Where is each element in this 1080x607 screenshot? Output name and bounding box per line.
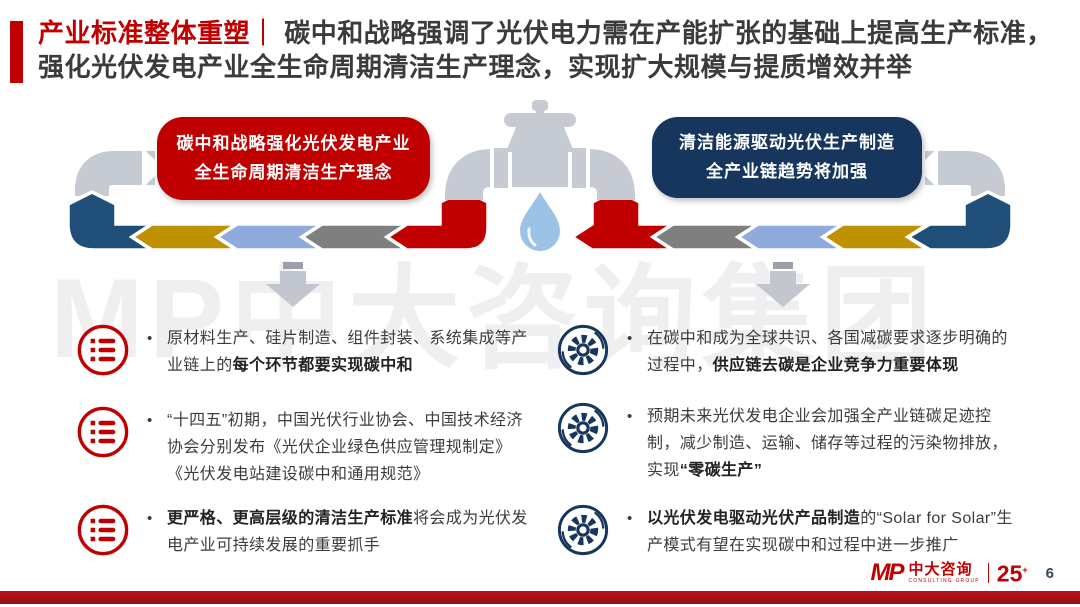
list-item: • 更严格、更高层级的清洁生产标准将会成为光伏发电产业可持续发展的重要抓手 bbox=[76, 503, 551, 559]
list-icon bbox=[77, 504, 129, 556]
bullet-text: 预期未来光伏发电企业会加强全产业链碳足迹控制，减少制造、运输、储存等过程的污染物… bbox=[647, 408, 1008, 479]
left-concept-box: 碳中和战略强化光伏发电产业 全生命周期清洁生产理念 bbox=[157, 117, 430, 200]
title-highlight: 产业标准整体重塑｜ bbox=[38, 18, 285, 48]
faucet-bonnet bbox=[506, 127, 574, 152]
footer-accent-bar bbox=[0, 591, 1080, 604]
bullet-text: 以光伏发电驱动光伏产品制造的“Solar for Solar”生产模式有望在实现… bbox=[647, 510, 1013, 554]
list-item: • 以光伏发电驱动光伏产品制造的“Solar for Solar”生产模式有望在实… bbox=[556, 503, 1031, 559]
bullet-dot: • bbox=[627, 408, 633, 425]
bullet-dot: • bbox=[627, 330, 633, 347]
faucet bbox=[445, 100, 635, 200]
faucet-handle bbox=[504, 113, 576, 127]
bullet-dot: • bbox=[147, 412, 153, 429]
title-line1: 碳中和战略强调了光伏电力需在产能扩张的基础上提高生产标准， bbox=[284, 18, 1053, 48]
bullet-text: 更严格、更高层级的清洁生产标准将会成为光伏发电产业可持续发展的重要抓手 bbox=[167, 510, 528, 554]
left-concept-line1: 碳中和战略强化光伏发电产业 bbox=[176, 134, 411, 154]
title-line2: 强化光伏发电产业全生命周期清洁生产理念，实现扩大规模与提质增效并举 bbox=[38, 52, 913, 82]
page-title: 产业标准整体重塑｜ 碳中和战略强调了光伏电力需在产能扩张的基础上提高生产标准， … bbox=[38, 16, 1080, 84]
bullet-text: “十四五”初期，中国光伏行业协会、中国技术经济协会分别发布《光伏企业绿色供应管理… bbox=[167, 412, 523, 483]
right-concept-box: 清洁能源驱动光伏生产制造 全产业链趋势将加强 bbox=[652, 117, 922, 198]
logo-name: 中大咨询 CONSULTING GROUP bbox=[908, 560, 980, 584]
bullet-dot: • bbox=[147, 510, 153, 527]
left-concept-line2: 全生命周期清洁生产理念 bbox=[194, 162, 393, 182]
bullet-dot: • bbox=[627, 510, 633, 527]
faucet-stem bbox=[536, 104, 544, 130]
bullet-dot: • bbox=[147, 330, 153, 347]
bullet-text: 原材料生产、硅片制造、组件封装、系统集成等产业链上的每个环节都要实现碳中和 bbox=[167, 330, 528, 374]
logo-year: 25+ bbox=[996, 560, 1028, 587]
list-icon bbox=[77, 406, 129, 458]
pipe-elbow-right bbox=[925, 151, 1005, 196]
logo-mp: MP bbox=[870, 558, 904, 586]
footer-logo: MP 中大咨询 CONSULTING GROUP 25+ 6 bbox=[870, 558, 1054, 587]
right-concept-line1: 清洁能源驱动光伏生产制造 bbox=[679, 133, 895, 153]
logo-divider bbox=[987, 562, 989, 583]
list-item: • 原材料生产、硅片制造、组件封装、系统集成等产业链上的每个环节都要实现碳中和 bbox=[76, 323, 551, 379]
right-concept-line2: 全产业链趋势将加强 bbox=[706, 161, 868, 181]
gear-icon bbox=[557, 402, 609, 454]
gear-icon bbox=[557, 324, 609, 376]
title-separator: ｜ bbox=[250, 18, 285, 48]
title-accent-bar bbox=[10, 21, 23, 83]
list-item: • 在碳中和成为全球共识、各国减碳要求逐步明确的过程中，供应链去碳是企业竞争力重要… bbox=[556, 323, 1031, 379]
list-item: • 预期未来光伏发电企业会加强全产业链碳足迹控制，减少制造、运输、储存等过程的污染… bbox=[556, 401, 1031, 484]
gear-icon bbox=[557, 504, 609, 556]
bullet-text: 在碳中和成为全球共识、各国减碳要求逐步明确的过程中，供应链去碳是企业竞争力重要体… bbox=[647, 330, 1008, 374]
list-item: • “十四五”初期，中国光伏行业协会、中国技术经济协会分别发布《光伏企业绿色供应管… bbox=[76, 405, 551, 488]
page-number: 6 bbox=[1045, 564, 1054, 582]
slide-header: 产业标准整体重塑｜ 碳中和战略强调了光伏电力需在产能扩张的基础上提高生产标准， … bbox=[0, 16, 1080, 84]
list-icon bbox=[77, 324, 129, 376]
pipe-elbow-left bbox=[75, 151, 155, 196]
faucet-knob bbox=[532, 100, 548, 111]
